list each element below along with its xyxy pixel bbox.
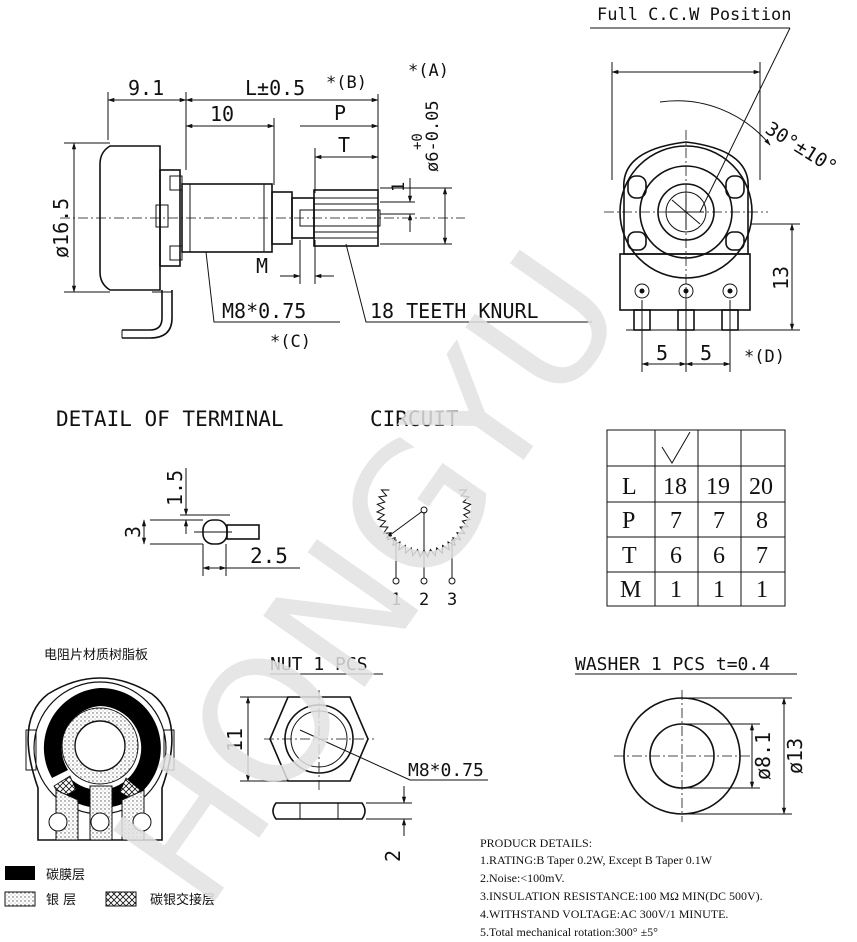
circuit-symbol xyxy=(375,489,473,585)
washer-dim-inner: ø8.1 xyxy=(751,732,775,780)
dim-1: 1 xyxy=(389,182,409,192)
dim-shaft: ø6-0.05 xyxy=(423,100,443,172)
cell-T-2: 6 xyxy=(713,543,725,569)
dim-M: M xyxy=(256,254,268,278)
dim-L: L±0.5 xyxy=(245,76,305,100)
nut-title: NUT 1 PCS xyxy=(270,654,368,675)
note-a: *(A) xyxy=(408,61,449,81)
knurl-label: 18 TEETH KNURL xyxy=(370,299,539,323)
pitch-right: 5 xyxy=(700,341,712,365)
board-legend: 碳膜层 银 层 碳银交接层 xyxy=(4,866,215,908)
details-line-4: 4.WITHSTAND VOLTAGE:AC 300V/1 MINUTE. xyxy=(480,907,728,921)
cell-L-2: 19 xyxy=(706,474,730,500)
detail-heading: DETAIL OF TERMINAL xyxy=(56,407,284,431)
cell-T-3: 7 xyxy=(756,543,768,569)
row-label-T: T xyxy=(622,543,637,569)
cell-P-3: 8 xyxy=(756,508,768,534)
dim-2-5: 2.5 xyxy=(250,544,288,568)
washer-dim-outer: ø13 xyxy=(783,738,807,774)
dim-10: 10 xyxy=(210,102,234,126)
nut-dim-2: 2 xyxy=(381,850,405,862)
spec-table xyxy=(606,429,786,607)
dim-shaft-tol: +0 xyxy=(410,133,426,150)
product-details: PRODUCR DETAILS: 1.RATING:B Taper 0.2W, … xyxy=(480,836,763,939)
resistor-board xyxy=(25,677,175,841)
nut-drawing xyxy=(240,690,488,836)
note-b: *(B) xyxy=(326,73,367,93)
legend-swatch-carbon xyxy=(5,866,35,880)
legend-swatch-mixed xyxy=(105,891,137,907)
dim-13: 13 xyxy=(769,266,793,290)
circuit-heading: CIRCUIT xyxy=(370,407,459,431)
dim-9-1: 9.1 xyxy=(128,76,164,100)
terminal-detail xyxy=(141,468,300,576)
row-label-L: L xyxy=(622,474,637,500)
cell-L-1: 18 xyxy=(663,474,687,500)
legend-mixed: 碳银交接层 xyxy=(150,892,215,908)
dim-T: T xyxy=(338,133,350,157)
nut-thread: M8*0.75 xyxy=(408,760,484,781)
details-line-3: 3.INSULATION RESISTANCE:100 MΩ MIN(DC 50… xyxy=(480,889,763,903)
details-title: PRODUCR DETAILS: xyxy=(480,836,592,850)
row-label-M: M xyxy=(620,577,641,603)
dim-3: 3 xyxy=(121,526,145,538)
details-line-2: 2.Noise:<100mV. xyxy=(480,871,565,885)
angle-label: 30°±10° xyxy=(761,118,841,179)
thread-label: M8*0.75 xyxy=(222,299,306,323)
details-line-1: 1.RATING:B Taper 0.2W, Except B Taper 0.… xyxy=(480,853,713,867)
ccw-label: Full C.C.W Position xyxy=(597,5,791,25)
washer-title: WASHER 1 PCS t=0.4 xyxy=(575,654,770,675)
board-title: 电阻片材质树脂板 xyxy=(44,648,148,663)
watermark: HONGYU xyxy=(76,218,663,938)
cell-P-2: 7 xyxy=(713,508,725,534)
dim-1-5: 1.5 xyxy=(163,470,187,506)
nut-dim-11: 11 xyxy=(223,728,247,752)
cell-M-2: 1 xyxy=(713,577,725,603)
cell-M-3: 1 xyxy=(756,577,768,603)
cell-L-3: 20 xyxy=(749,474,773,500)
cell-M-1: 1 xyxy=(670,577,682,603)
dim-16-5: ø16.5 xyxy=(49,198,73,258)
pin-3: 3 xyxy=(447,590,457,610)
pin-1: 1 xyxy=(391,590,401,610)
note-c: *(C) xyxy=(270,332,311,352)
note-d: *(D) xyxy=(744,347,785,367)
cell-P-1: 7 xyxy=(670,508,682,534)
spec-table-cells: L 18 19 20 P 7 7 8 T 6 6 7 M 1 1 1 xyxy=(620,474,773,603)
dim-P: P xyxy=(334,101,346,125)
pitch-left: 5 xyxy=(656,341,668,365)
row-label-P: P xyxy=(622,508,635,534)
top-view xyxy=(590,27,800,372)
details-line-5: 5.Total mechanical rotation:300° ±5° xyxy=(480,925,658,939)
legend-swatch-silver xyxy=(4,891,36,907)
pin-2: 2 xyxy=(419,590,429,610)
legend-carbon: 碳膜层 xyxy=(46,868,85,883)
legend-silver: 银 层 xyxy=(46,893,76,908)
cell-T-1: 6 xyxy=(670,543,682,569)
washer-drawing xyxy=(614,690,792,822)
side-view-labels: 9.1 L±0.5 *(B) *(A) 10 P T ø6-0.05 +0 1 … xyxy=(49,61,539,352)
side-view xyxy=(60,92,592,339)
